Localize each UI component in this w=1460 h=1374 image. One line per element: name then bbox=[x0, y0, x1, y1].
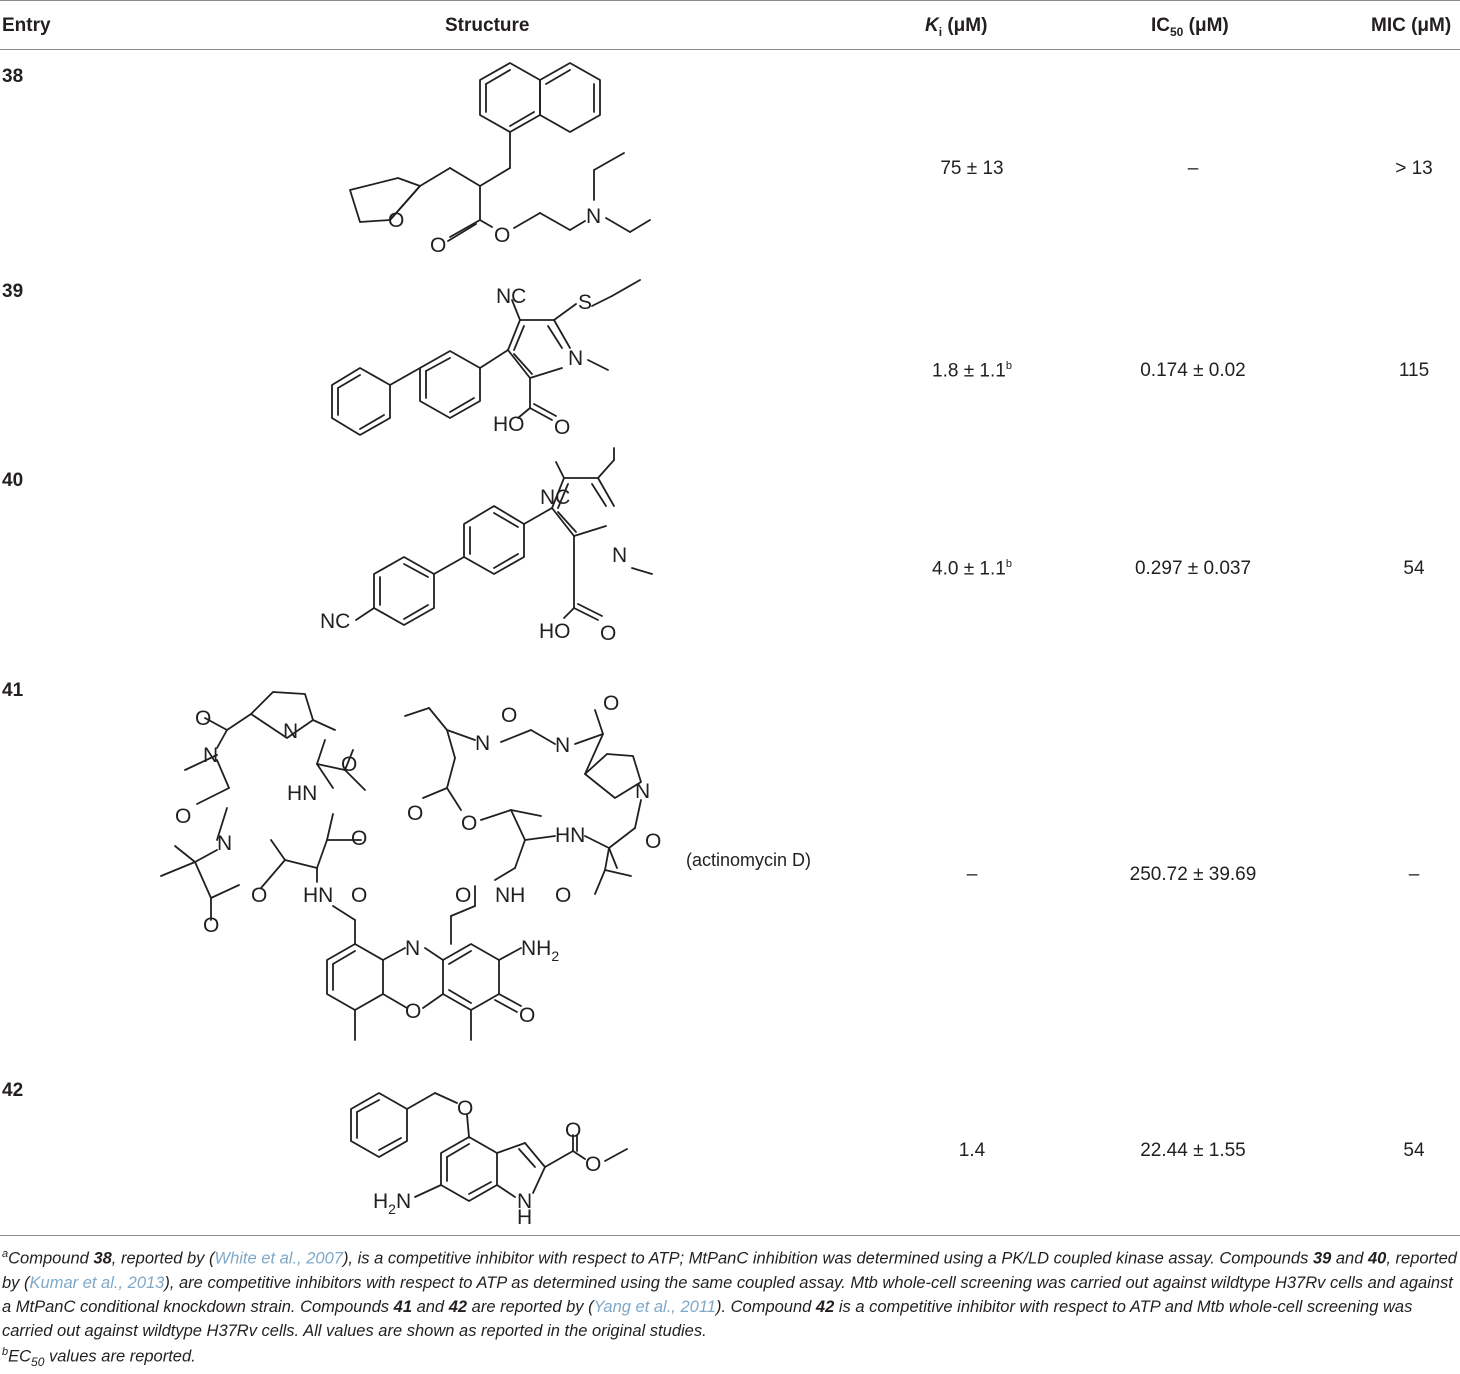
atom-O: O bbox=[351, 884, 367, 907]
atom-O: O bbox=[457, 1097, 473, 1120]
atom-HO: HO bbox=[493, 413, 525, 436]
ki-39: 1.8 ± 1.1b bbox=[932, 360, 1012, 382]
header-entry: Entry bbox=[2, 15, 51, 36]
header-structure: Structure bbox=[445, 15, 530, 36]
atom-O: O bbox=[603, 692, 619, 715]
ki-41: – bbox=[966, 864, 978, 885]
atom-N: N bbox=[568, 347, 583, 370]
ic50-42: 22.44 ± 1.55 bbox=[1140, 1140, 1246, 1161]
atom-S: S bbox=[578, 291, 592, 314]
structure-38: O O O N bbox=[330, 60, 651, 257]
mic-42: 54 bbox=[1403, 1140, 1425, 1161]
header-mic: MIC (μM) bbox=[1371, 15, 1452, 36]
ref-yang-2011[interactable]: Yang et al., 2011 bbox=[593, 1297, 716, 1316]
atom-O: O bbox=[555, 884, 571, 907]
atom-N: N bbox=[283, 720, 298, 743]
table-bottom-rule bbox=[0, 1235, 1460, 1236]
ic50-38: – bbox=[1187, 158, 1199, 179]
entry-42: 42 bbox=[2, 1080, 24, 1101]
atom-HN: HN bbox=[287, 782, 317, 805]
atom-N: N bbox=[203, 744, 218, 767]
structure-41: O N O N HN O O N O HN O O O O N N N O O … bbox=[155, 680, 685, 1055]
atom-O: O bbox=[461, 812, 477, 835]
structure-39: NC S N HO O bbox=[330, 278, 660, 443]
atom-HN: HN bbox=[555, 824, 585, 847]
atom-O: O bbox=[388, 209, 404, 232]
entry-39: 39 bbox=[2, 281, 24, 302]
atom-O: O bbox=[494, 224, 510, 247]
atom-O: O bbox=[175, 805, 191, 828]
atom-O: O bbox=[407, 802, 423, 825]
footnote-b: bEC50 values are reported. bbox=[2, 1346, 196, 1369]
structure-40: NC NC N HO O bbox=[318, 447, 668, 653]
mic-38: > 13 bbox=[1395, 158, 1433, 179]
footnote-a: aCompound 38, reported by (White et al.,… bbox=[2, 1248, 1457, 1340]
entry-40: 40 bbox=[2, 470, 24, 491]
ref-kumar-2013[interactable]: Kumar et al., 2013 bbox=[29, 1273, 165, 1292]
mic-40: 54 bbox=[1403, 558, 1425, 579]
atom-O: O bbox=[251, 884, 267, 907]
atom-O: O bbox=[430, 234, 446, 257]
ic50-39: 0.174 ± 0.02 bbox=[1140, 360, 1246, 381]
atom-N: N bbox=[475, 732, 490, 755]
atom-O: O bbox=[501, 704, 517, 727]
ki-42: 1.4 bbox=[958, 1140, 986, 1161]
ki-38: 75 ± 13 bbox=[940, 158, 1004, 179]
mic-41: – bbox=[1408, 864, 1420, 885]
ki-40: 4.0 ± 1.1b bbox=[932, 558, 1012, 580]
atom-NC: NC bbox=[496, 285, 526, 308]
atom-O: O bbox=[203, 914, 219, 937]
atom-O: O bbox=[341, 753, 357, 776]
atom-O: O bbox=[585, 1153, 601, 1176]
atom-N: N bbox=[217, 832, 232, 855]
atom-NC: NC bbox=[320, 610, 350, 633]
atom-NC: NC bbox=[540, 486, 570, 509]
ic50-41: 250.72 ± 39.69 bbox=[1129, 864, 1257, 885]
atom-N: N bbox=[612, 544, 627, 567]
atom-O: O bbox=[565, 1119, 581, 1142]
entry-41: 41 bbox=[2, 680, 24, 701]
atom-NH: NH bbox=[495, 884, 525, 907]
atom-NH2: NH2 bbox=[521, 937, 559, 964]
ref-white-2007[interactable]: White et al., 2007 bbox=[214, 1249, 343, 1268]
mic-39: 115 bbox=[1398, 360, 1430, 381]
header-ic50: IC50 (μM) bbox=[1151, 15, 1229, 39]
atom-O: O bbox=[455, 884, 471, 907]
atom-HO: HO bbox=[539, 620, 571, 643]
atom-O: O bbox=[645, 830, 661, 853]
entry-38: 38 bbox=[2, 66, 24, 87]
header-ki: Ki (μM) bbox=[925, 15, 988, 39]
atom-HN: HN bbox=[303, 884, 333, 907]
structure-42: O H2N N H O O bbox=[345, 1085, 645, 1230]
atom-N: N bbox=[517, 1190, 532, 1213]
atom-N: N bbox=[635, 780, 650, 803]
atom-O: O bbox=[195, 707, 211, 730]
atom-N: N bbox=[555, 734, 570, 757]
atom-O: O bbox=[554, 416, 570, 439]
atom-H: H bbox=[517, 1206, 532, 1229]
atom-O: O bbox=[351, 827, 367, 850]
atom-N: N bbox=[405, 937, 420, 960]
atom-O: O bbox=[405, 1000, 421, 1023]
ic50-40: 0.297 ± 0.037 bbox=[1134, 558, 1252, 579]
compound-name: (actinomycin D) bbox=[686, 850, 812, 870]
atom-O: O bbox=[519, 1004, 535, 1027]
atom-N: N bbox=[586, 205, 601, 228]
atom-O: O bbox=[600, 622, 616, 645]
atom-H2N: H2N bbox=[373, 1190, 411, 1217]
table-header: Entry Structure Ki (μM) IC50 (μM) MIC (μ… bbox=[0, 0, 1460, 50]
